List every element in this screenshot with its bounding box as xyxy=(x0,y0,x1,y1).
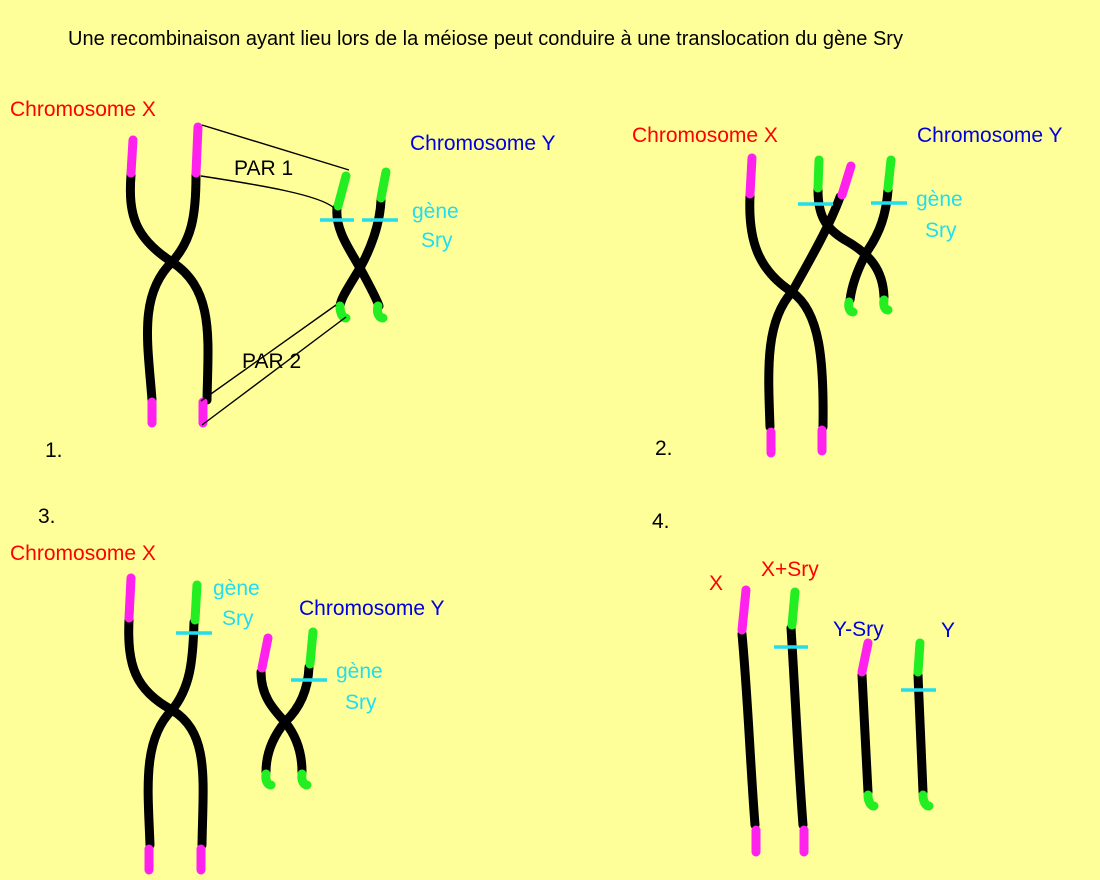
p3-chromosome-x-label: Chromosome X xyxy=(10,542,156,565)
panel-4: 4. X X+Sry Y-Sry Y xyxy=(652,510,955,857)
panel-3-number: 3. xyxy=(38,505,56,528)
p2-y-telomere-bottom-right xyxy=(879,295,893,315)
p3-y-chromatid-right xyxy=(261,662,314,777)
p2-chromosome-y-label: Chromosome Y xyxy=(917,124,1063,147)
p2-y-chromatid-left xyxy=(813,185,889,302)
p1-chromosome-x-label: Chromosome X xyxy=(10,98,156,121)
p4-y-telomere-top xyxy=(913,638,925,677)
p2-sry-label-line2: Sry xyxy=(925,219,957,242)
x-telomere-top-right xyxy=(191,122,203,178)
panel-2: Chromosome X Chromosome Y gène Sry 2. xyxy=(632,124,1063,460)
p3-y-telomere-top-left-pink xyxy=(257,633,273,673)
p4-y-minus-sry-label: Y-Sry xyxy=(833,618,884,641)
p3-x-telomere-top-left xyxy=(124,573,136,623)
p3-x-sry-label-line1: gène xyxy=(213,577,260,600)
p4-y-telomere-bottom xyxy=(918,790,934,811)
p3-chromosome-y-label: Chromosome Y xyxy=(299,597,445,620)
p2-x-telomere-top-left xyxy=(745,153,757,199)
p3-y-telomere-bottom-right xyxy=(297,769,312,790)
p4-x-chromosome xyxy=(737,629,760,830)
p4-x-sry-label: X+Sry xyxy=(761,558,819,581)
par2-label: PAR 2 xyxy=(242,350,301,373)
p2-x-chromatid-left xyxy=(745,191,828,432)
p2-y-telomere-top-left xyxy=(813,155,824,193)
par1-line-lower xyxy=(200,175,335,209)
p3-x-telomere-top-right-green xyxy=(190,580,202,625)
p4-x-sry-chromosome xyxy=(786,623,808,830)
p1-sry-label-line1: gène xyxy=(412,200,459,223)
p2-y-telomere-top-right xyxy=(883,155,896,193)
par1-label: PAR 1 xyxy=(234,157,293,180)
p3-y-sry-label-line2: Sry xyxy=(345,691,377,714)
y-telomere-top-right xyxy=(376,167,391,203)
p4-y-minus-sry-telomere-bottom xyxy=(863,790,879,811)
y-telomere-top-left xyxy=(333,171,351,211)
p2-x-telomere-top-right xyxy=(837,161,856,200)
p3-y-telomere-top-right xyxy=(305,627,318,669)
p2-y-chromatid-right xyxy=(845,185,893,305)
p2-y-telomere-bottom-left xyxy=(844,297,858,317)
p3-x-sry-label-line2: Sry xyxy=(222,607,254,630)
par2-line-upper xyxy=(200,304,337,402)
y-telomere-bottom-right xyxy=(373,301,388,323)
x-telomere-top-left xyxy=(126,135,138,178)
panel-1: Chromosome X Chromosome Y PAR 1 PAR 2 gè… xyxy=(10,98,556,462)
diagram-title: Une recombinaison ayant lieu lors de la … xyxy=(68,28,903,50)
p1-chromosome-y-label: Chromosome Y xyxy=(410,132,556,155)
p2-chromosome-x-label: Chromosome X xyxy=(632,124,778,147)
panel-1-number: 1. xyxy=(45,439,63,462)
panel-4-number: 4. xyxy=(652,510,670,533)
par1-line-upper xyxy=(201,124,350,171)
p4-y-label: Y xyxy=(941,619,955,642)
p4-x-telomere-top xyxy=(737,585,751,635)
p3-x-chromatid-right xyxy=(143,617,199,850)
p3-y-telomere-bottom-left xyxy=(261,769,276,790)
par2-line-lower xyxy=(201,316,347,426)
p4-y-minus-sry-telomere-top xyxy=(857,638,873,677)
p4-y-chromosome xyxy=(913,670,928,797)
panel-2-number: 2. xyxy=(655,437,673,460)
panel-3: 3. Chromosome X Chromosome Y gène Sry gè… xyxy=(10,505,445,875)
p4-x-sry-telomere-top xyxy=(787,587,800,630)
x-chromatid-right xyxy=(143,170,201,405)
p3-y-sry-label-line1: gène xyxy=(336,660,383,683)
p1-sry-label-line2: Sry xyxy=(421,229,453,252)
p4-x-label: X xyxy=(709,572,723,595)
p4-y-minus-sry-chromosome xyxy=(857,670,873,797)
p2-sry-label-line1: gène xyxy=(916,188,963,211)
y-telomere-bottom-left xyxy=(335,301,351,323)
